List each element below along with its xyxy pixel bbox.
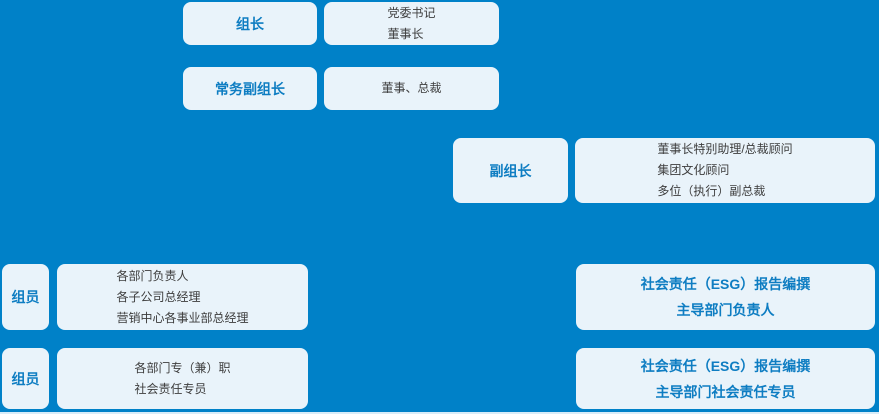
- node-leader-detail: 党委书记 董事长: [324, 2, 499, 45]
- detail-line: 党委书记: [387, 5, 436, 20]
- node-exec-deputy-leader-label: 常务副组长: [215, 80, 285, 97]
- detail-lines: 董事长特别助理/总裁顾问 集团文化顾问 多位（执行）副总裁: [657, 139, 792, 202]
- detail-line: 董事长特别助理/总裁顾问: [657, 142, 793, 156]
- node-member-2-label: 组员: [11, 370, 40, 387]
- esg-line: 社会责任（ESG）报告编撰: [640, 276, 811, 292]
- detail-lines: 各部门专（兼）职 社会责任专员: [134, 358, 230, 400]
- esg-lines: 社会责任（ESG）报告编撰 主导部门负责人: [641, 271, 811, 323]
- node-member-2: 组员: [2, 348, 49, 409]
- detail-line: 营销中心各事业部总经理: [116, 310, 249, 325]
- page-edge-divider: [0, 412, 879, 414]
- detail-lines: 董事、总裁: [381, 78, 441, 99]
- detail-line: 多位（执行）副总裁: [657, 184, 766, 198]
- node-leader: 组长: [183, 2, 317, 45]
- node-deputy-leader-label: 副组长: [489, 162, 532, 179]
- detail-line: 各部门负责人: [116, 268, 189, 283]
- esg-line: 社会责任（ESG）报告编撰: [640, 357, 811, 374]
- node-esg-report-specialist: 社会责任（ESG）报告编撰 主导部门社会责任专员: [576, 348, 875, 409]
- detail-line: 集团文化顾问: [657, 163, 730, 177]
- node-deputy-leader-detail: 董事长特别助理/总裁顾问 集团文化顾问 多位（执行）副总裁: [575, 138, 875, 203]
- detail-line: 董事长: [387, 26, 424, 41]
- detail-line: 董事、总裁: [381, 81, 442, 95]
- node-member-1-detail: 各部门负责人 各子公司总经理 营销中心各事业部总经理: [57, 264, 308, 330]
- detail-line: 各子公司总经理: [116, 289, 201, 304]
- node-exec-deputy-leader-detail: 董事、总裁: [324, 67, 499, 110]
- node-exec-deputy-leader: 常务副组长: [183, 67, 317, 110]
- node-esg-report-lead-dept: 社会责任（ESG）报告编撰 主导部门负责人: [576, 264, 875, 330]
- esg-lines: 社会责任（ESG）报告编撰 主导部门社会责任专员: [641, 353, 811, 405]
- detail-line: 社会责任专员: [134, 381, 207, 396]
- node-member-1-label: 组员: [11, 289, 40, 305]
- node-member-1: 组员: [2, 264, 49, 330]
- detail-lines: 党委书记 董事长: [387, 3, 435, 45]
- detail-line: 各部门专（兼）职: [134, 360, 231, 375]
- detail-lines: 各部门负责人 各子公司总经理 营销中心各事业部总经理: [116, 266, 248, 329]
- esg-line: 主导部门负责人: [676, 302, 775, 318]
- node-member-2-detail: 各部门专（兼）职 社会责任专员: [57, 348, 308, 409]
- node-deputy-leader: 副组长: [453, 138, 568, 203]
- node-leader-label: 组长: [236, 15, 264, 32]
- esg-line: 主导部门社会责任专员: [655, 383, 796, 400]
